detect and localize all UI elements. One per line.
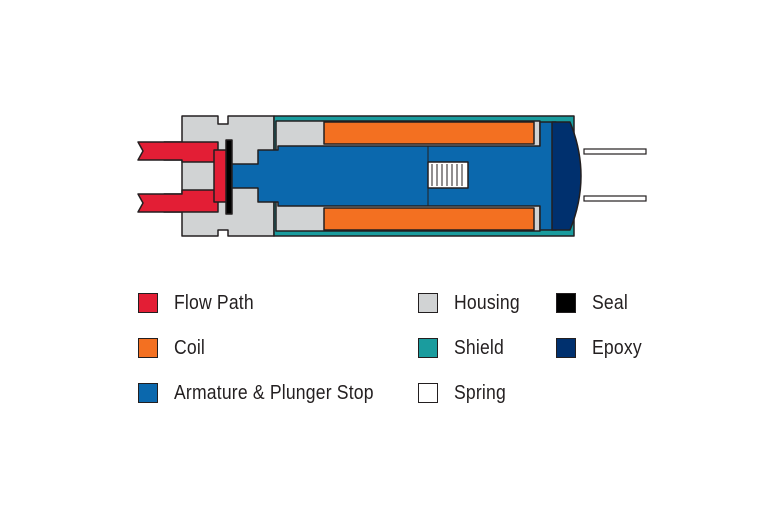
- coil-part: [323, 207, 535, 231]
- seal-swatch: [556, 293, 576, 313]
- legend-item-flow-path: Flow Path: [138, 291, 265, 315]
- spring-part: [427, 161, 469, 189]
- legend-label: Seal: [592, 291, 628, 314]
- legend-label: Coil: [174, 336, 206, 359]
- legend-item-epoxy: Epoxy: [556, 336, 649, 360]
- legend-item-shield: Shield: [418, 336, 511, 360]
- legend-item-seal: Seal: [556, 291, 633, 315]
- coil-swatch: [138, 338, 158, 358]
- pin-bottom: [583, 195, 647, 202]
- legend-item-housing: Housing: [418, 291, 529, 315]
- spring-coils: [431, 164, 463, 186]
- legend-label: Housing: [454, 291, 520, 314]
- flow-path-swatch: [138, 293, 158, 313]
- legend-label: Spring: [454, 381, 506, 404]
- flow-path-part: [137, 141, 219, 163]
- seal-part: [225, 139, 233, 215]
- housing-swatch: [418, 293, 438, 313]
- flow-path-part: [137, 189, 219, 213]
- armature-swatch: [138, 383, 158, 403]
- coil-part: [323, 121, 535, 145]
- legend-label: Shield: [454, 336, 504, 359]
- spring-swatch: [418, 383, 438, 403]
- pin-top: [583, 148, 647, 155]
- legend-item-armature: Armature & Plunger Stop: [138, 381, 401, 405]
- legend-label: Armature & Plunger Stop: [174, 381, 374, 404]
- epoxy-part: [551, 121, 582, 231]
- legend-label: Flow Path: [174, 291, 254, 314]
- epoxy-swatch: [556, 338, 576, 358]
- legend-item-coil: Coil: [138, 336, 209, 360]
- legend-item-spring: Spring: [418, 381, 513, 405]
- legend-label: Epoxy: [592, 336, 642, 359]
- shield-swatch: [418, 338, 438, 358]
- electrical-pins: [583, 148, 647, 202]
